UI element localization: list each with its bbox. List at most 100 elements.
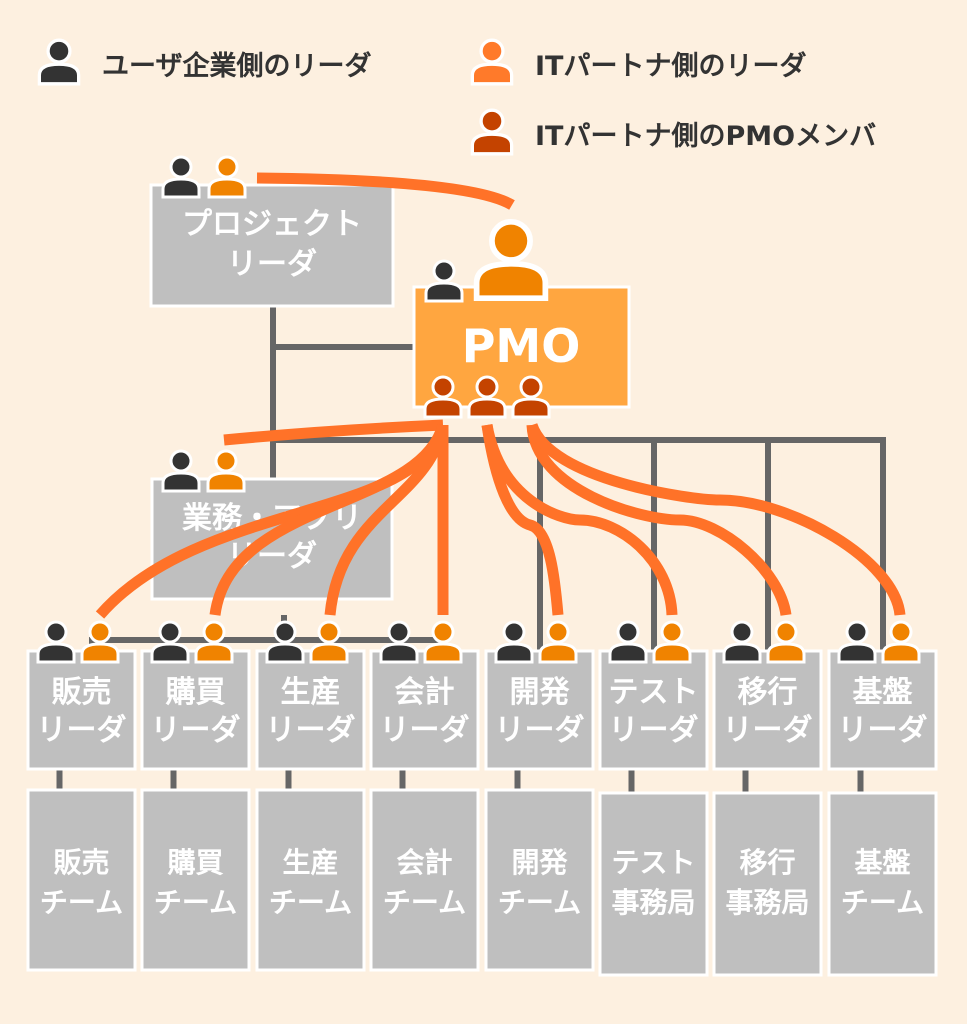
leader-label-line2: リーダ <box>838 713 928 748</box>
team-label-line2: チーム <box>269 886 352 919</box>
team-label-line1: テスト <box>611 846 695 879</box>
leader-box <box>598 649 709 771</box>
team-label-line2: チーム <box>154 886 237 919</box>
person-icon-it-partner-leader <box>652 620 692 664</box>
leader-label-line2: リーダ <box>723 713 813 748</box>
legend-item-it-partner-leader: ITパートナ側のリーダ <box>470 38 806 86</box>
person-icon-user-leader <box>494 620 534 664</box>
leader-label-line1: 基盤 <box>853 675 913 710</box>
pmo-link-project-leader <box>256 172 515 210</box>
team-label-line1: 移行 <box>739 846 795 879</box>
team-label-line1: 会計 <box>396 846 452 879</box>
project-leader-node[interactable]: プロジェクト リーダ <box>149 155 395 308</box>
pmo-link-infra-leader <box>526 422 906 616</box>
team-label-line2: 事務局 <box>611 886 695 919</box>
person-icon-it-partner-leader <box>206 449 246 493</box>
leader-box <box>255 649 366 771</box>
person-icon-user-leader <box>837 620 877 664</box>
team-label-line1: 生産 <box>282 846 338 879</box>
team-label-line2: チーム <box>383 886 466 919</box>
leader-box <box>369 649 480 771</box>
person-icon-user-leader <box>722 620 762 664</box>
leader-label-line1: 移行 <box>738 675 798 710</box>
leader-label-line2: リーダ <box>609 713 699 748</box>
pmo-node[interactable]: PMO <box>412 222 631 419</box>
team-box <box>598 791 709 977</box>
team-box <box>827 791 938 977</box>
person-icon-it-partner-leader <box>881 620 921 664</box>
project-leader-label-line2: リーダ <box>227 247 317 282</box>
leader-label-line2: リーダ <box>380 713 470 748</box>
leader-box <box>484 649 595 771</box>
team-label-line2: チーム <box>841 886 924 919</box>
person-icon-pmo-member <box>470 108 514 156</box>
legend: ユーザ企業側のリーダ ITパートナ側のリーダ ITパートナ側のPMOメンバ <box>37 38 876 156</box>
team-box <box>140 788 251 972</box>
team-label-line1: 販売 <box>53 846 109 879</box>
team-label-line2: チーム <box>40 886 123 919</box>
leader-label-line1: 開発 <box>510 675 571 710</box>
leader-box <box>26 649 137 771</box>
team-row: 販売チーム購買チーム生産チーム会計チーム開発チームテスト事務局移行事務局基盤チー… <box>26 788 938 977</box>
pmo-link-purchasing-leader <box>209 423 449 616</box>
project-leader-label-line1: プロジェクト <box>182 207 362 242</box>
leader-label-line1: 販売 <box>52 675 112 710</box>
pmo-link-business-leader <box>223 419 444 446</box>
pmo-support-links <box>95 172 906 619</box>
person-icon-it-partner-leader <box>766 620 806 664</box>
person-icon-user-leader <box>37 38 81 86</box>
person-icon-user-leader <box>36 620 76 664</box>
person-icon-user-leader <box>161 449 201 493</box>
team-label-line1: 基盤 <box>854 846 911 879</box>
team-box <box>255 788 366 972</box>
pmo-link-dev-leader <box>481 424 564 616</box>
person-icon-it-partner-leader <box>470 38 514 86</box>
person-icon-user-leader <box>424 259 464 303</box>
leader-team-connectors <box>56 769 864 792</box>
leader-label-line2: リーダ <box>151 713 241 748</box>
leader-label-line2: リーダ <box>37 713 127 748</box>
leader-label-line1: 生産 <box>281 675 341 710</box>
pmo-label: PMO <box>462 319 581 373</box>
legend-item-user-leader: ユーザ企業側のリーダ <box>37 38 371 86</box>
legend-item-pmo-member: ITパートナ側のPMOメンバ <box>470 108 876 156</box>
pmo-link-test-leader <box>481 423 678 616</box>
legend-label: ITパートナ側のPMOメンバ <box>535 121 876 152</box>
person-icon-it-partner-leader <box>207 155 247 199</box>
leader-box <box>827 649 938 771</box>
pmo-link-production-leader <box>324 423 449 616</box>
team-label-line1: 購買 <box>167 846 223 879</box>
legend-label: ITパートナ側のリーダ <box>535 50 806 82</box>
team-label-line2: チーム <box>498 886 581 919</box>
leader-box <box>712 649 823 771</box>
team-label-line2: 事務局 <box>725 886 809 919</box>
leader-row: 販売リーダ購買リーダ生産リーダ会計リーダ開発リーダテストリーダ移行リーダ基盤リー… <box>26 649 938 771</box>
person-icon-it-partner-leader <box>538 620 578 664</box>
pmo-link-migration-leader <box>526 424 792 617</box>
leader-label-line2: リーダ <box>266 713 356 748</box>
legend-label: ユーザ企業側のリーダ <box>102 50 371 82</box>
team-box <box>712 791 823 977</box>
leader-box <box>140 649 251 771</box>
person-icon-user-leader <box>161 155 201 199</box>
team-label-line1: 開発 <box>511 846 568 879</box>
leader-label-line1: テスト <box>609 675 699 710</box>
person-icon-user-leader <box>608 620 648 664</box>
